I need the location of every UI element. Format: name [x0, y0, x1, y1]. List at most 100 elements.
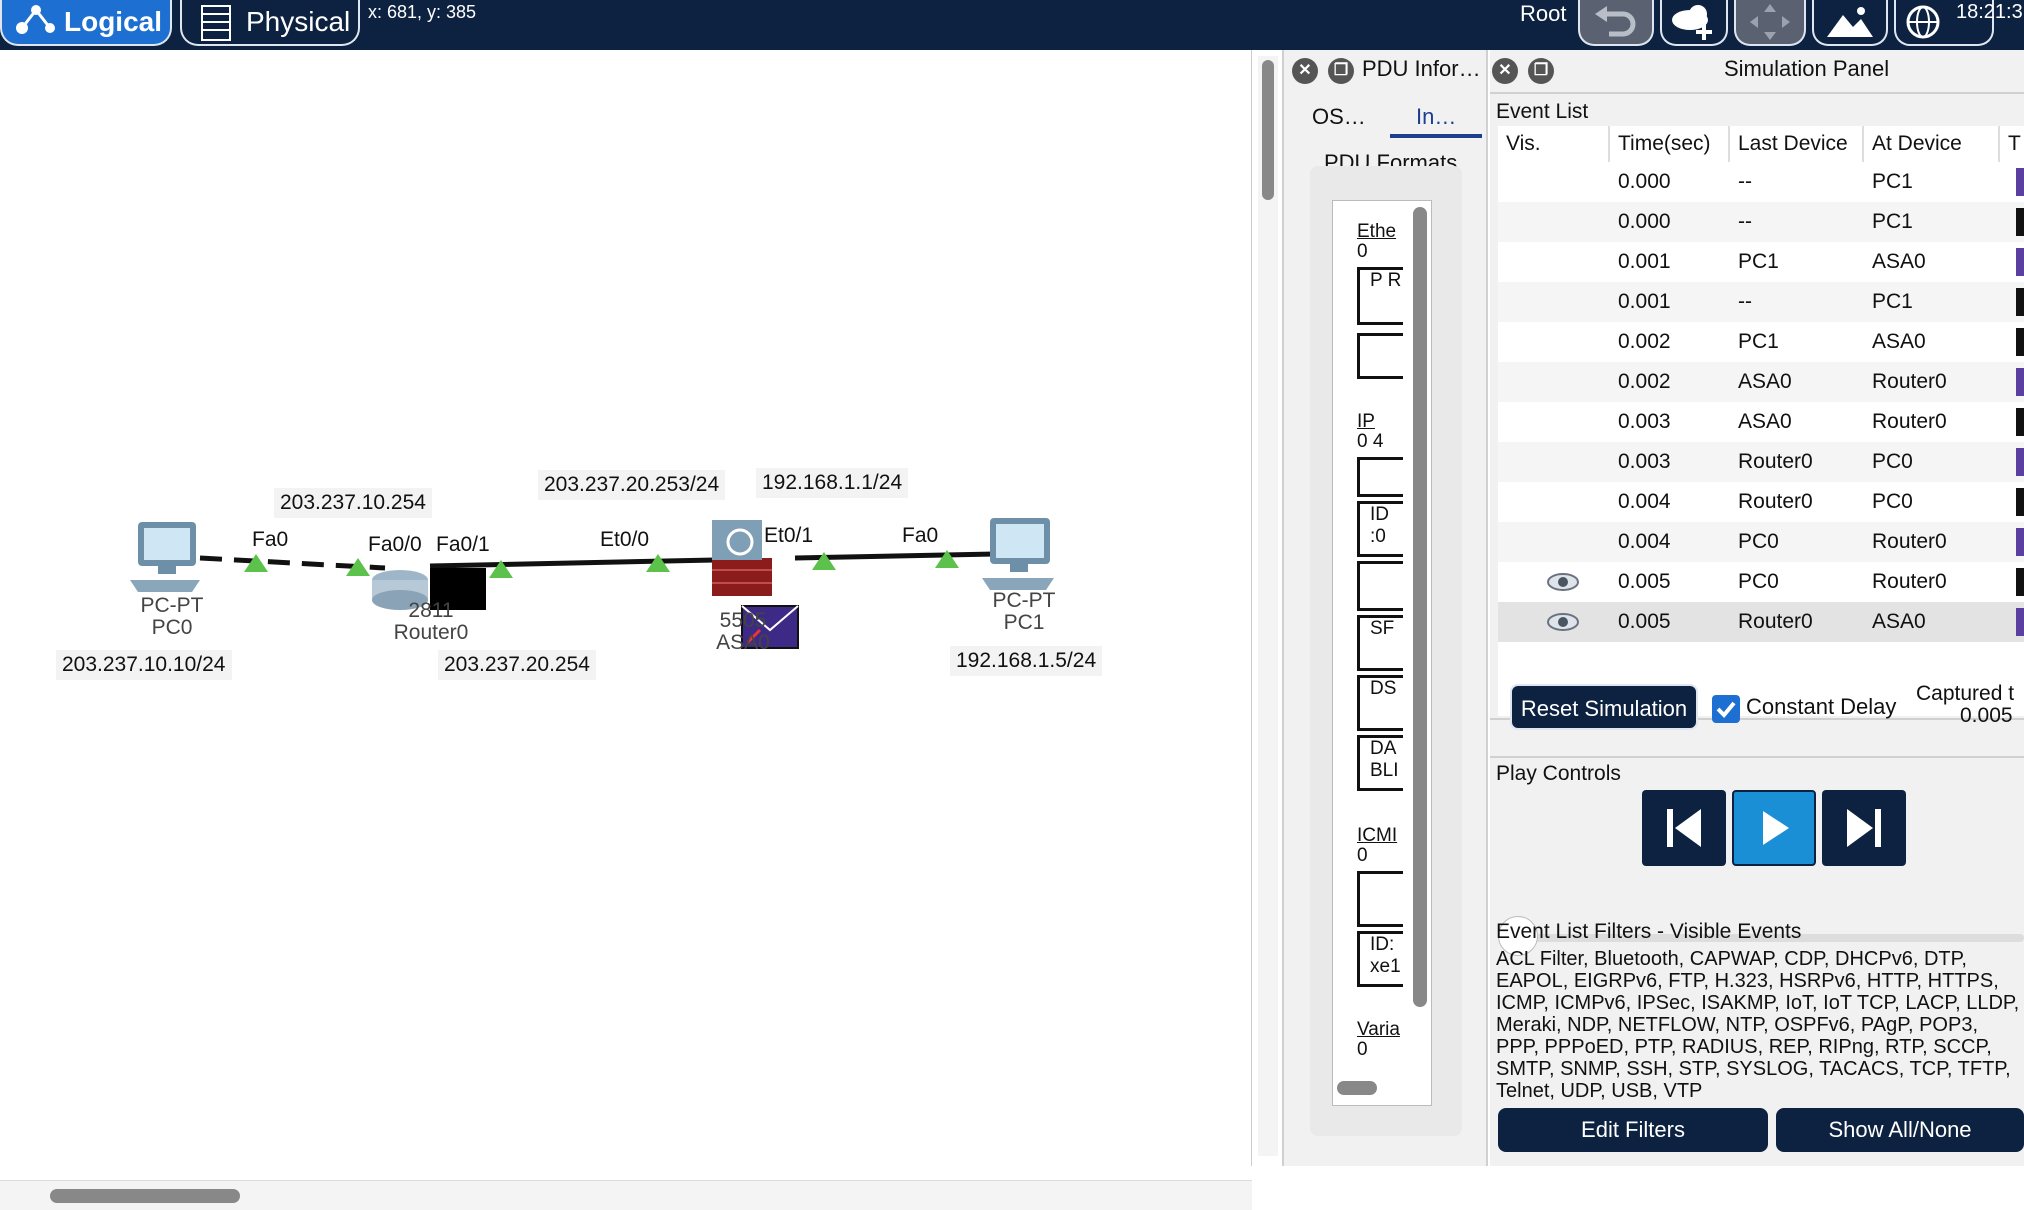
skip-back-icon [1667, 809, 1701, 847]
pdu-section-ip: IP [1357, 411, 1375, 432]
pdu-horizontal-scrollbar[interactable] [1337, 1081, 1377, 1095]
event-type-color-swatch [2016, 208, 2024, 236]
device-name: Router0 [393, 621, 469, 644]
tab-osi-model[interactable]: OS… [1312, 104, 1366, 129]
close-icon[interactable]: ✕ [1292, 58, 1318, 84]
pdu-field [1357, 333, 1403, 379]
device-model: PC-PT [992, 589, 1056, 612]
captured-time-value: 0.005 [1960, 704, 2013, 727]
column-header[interactable]: Time(sec) [1610, 126, 1730, 162]
event-row[interactable]: 0.001--PC1 [1498, 282, 2024, 322]
physical-rack-icon [201, 5, 231, 41]
pc1-device-icon[interactable] [982, 518, 1054, 590]
event-cell-at: PC0 [1872, 450, 1913, 473]
scrollbar-thumb[interactable] [50, 1189, 240, 1203]
internet-globe-button[interactable] [1894, 0, 1994, 46]
tab-inbound-pdu[interactable]: In… [1390, 104, 1482, 138]
event-type-color-swatch [2016, 288, 2024, 316]
play-speed-slider-track[interactable] [1500, 934, 2024, 942]
column-header[interactable]: T [2000, 126, 2024, 162]
event-type-color-swatch [2016, 368, 2024, 396]
link-asa0-pc1[interactable] [794, 551, 996, 561]
logical-view-label: Logical [64, 6, 163, 37]
pdu-field [1357, 871, 1403, 927]
pdu-section-ethernet: Ethe [1357, 221, 1397, 242]
device-model: PC-PT [140, 594, 204, 617]
pc0-device-icon[interactable] [130, 522, 200, 592]
column-header[interactable]: Last Device [1730, 126, 1864, 162]
root-label: Root [1520, 1, 1567, 26]
event-type-color-swatch [2016, 408, 2024, 436]
port-label: Et0/1 [764, 524, 814, 547]
event-cell-last: Router0 [1738, 490, 1813, 513]
checkmark-icon [1716, 701, 1736, 718]
play-button[interactable] [1732, 790, 1816, 866]
pdu-envelope-icon[interactable] [741, 605, 799, 649]
move-object-button[interactable] [1734, 0, 1806, 46]
event-cell-last: -- [1738, 170, 1752, 193]
pdu-formats-view: Ethe 0 P R IP 0 4 ID :0 SF DS DA BLI ICM… [1332, 200, 1432, 1106]
event-filters-title: Event List Filters - Visible Events [1496, 920, 1802, 943]
event-cell-at: ASA0 [1872, 330, 1926, 353]
workspace-horizontal-scrollbar[interactable] [0, 1180, 1252, 1210]
pdu-information-panel: ✕ ❐ PDU Infor… OS… In… PDU Formats Ethe … [1282, 50, 1488, 1166]
close-icon[interactable]: ✕ [1492, 58, 1518, 84]
back-button[interactable] [1642, 790, 1726, 866]
constant-delay-checkbox[interactable] [1712, 695, 1740, 723]
show-all-none-button[interactable]: Show All/None [1776, 1108, 2024, 1152]
restore-window-icon[interactable]: ❐ [1528, 58, 1554, 84]
logical-view-button[interactable]: Logical [0, 0, 172, 46]
column-header[interactable]: At Device [1864, 126, 2000, 162]
event-list-title: Event List [1496, 100, 1589, 123]
event-cell-at: PC1 [1872, 210, 1913, 233]
event-cell-at: Router0 [1872, 410, 1947, 433]
reset-simulation-button[interactable]: Reset Simulation [1510, 684, 1698, 730]
visible-events-list: ACL Filter, Bluetooth, CAPWAP, CDP, DHCP… [1496, 948, 2020, 1102]
router0-device-icon[interactable] [372, 568, 486, 610]
pdu-field [1357, 457, 1403, 497]
event-cell-time: 0.003 [1618, 450, 1671, 473]
column-header[interactable]: Vis. [1498, 126, 1610, 162]
event-row[interactable]: 0.000 -- PC1 [1498, 162, 2024, 202]
eye-icon [1547, 613, 1579, 631]
physical-view-button[interactable]: Physical [180, 0, 360, 46]
link-up-indicator [489, 560, 513, 578]
event-cell-at: PC0 [1872, 490, 1913, 513]
pdu-section-index: 0 [1357, 1039, 1368, 1060]
restore-window-icon[interactable]: ❐ [1328, 58, 1354, 84]
pdu-vertical-scrollbar[interactable] [1413, 207, 1427, 1007]
pdu-formats-container: Ethe 0 P R IP 0 4 ID :0 SF DS DA BLI ICM… [1310, 166, 1462, 1136]
link-router0-asa0[interactable] [429, 557, 716, 569]
port-label: Et0/0 [600, 528, 650, 551]
scrollbar-thumb[interactable] [1262, 60, 1274, 200]
set-background-button[interactable] [1812, 0, 1888, 46]
capture-forward-button[interactable] [1822, 790, 1906, 866]
new-cluster-button[interactable] [1660, 0, 1728, 46]
device-model: 2811 [408, 599, 454, 622]
event-cell-at: PC1 [1872, 170, 1913, 193]
event-cell-time: 0.000 [1618, 170, 1671, 193]
address-label: 192.168.1.1/24 [756, 468, 909, 498]
globe-icon [1906, 5, 1940, 39]
play-speed-slider-handle[interactable] [1498, 916, 1538, 956]
event-row[interactable]: 0.000--PC1 [1498, 202, 2024, 242]
asa0-device-icon[interactable] [712, 520, 772, 596]
link-up-indicator [935, 550, 959, 568]
logical-workspace[interactable]: 203.237.10.254 203.237.20.253/24 192.168… [0, 50, 1252, 1210]
undo-button[interactable] [1578, 0, 1654, 46]
address-label: 192.168.1.5/24 [950, 646, 1103, 676]
edit-filters-button[interactable]: Edit Filters [1498, 1108, 1768, 1152]
address-label: 203.237.10.254 [274, 488, 432, 518]
device-name: PC0 [151, 616, 193, 639]
event-cell-at: ASA0 [1872, 250, 1926, 273]
workspace-vertical-scrollbar[interactable] [1258, 56, 1278, 1156]
